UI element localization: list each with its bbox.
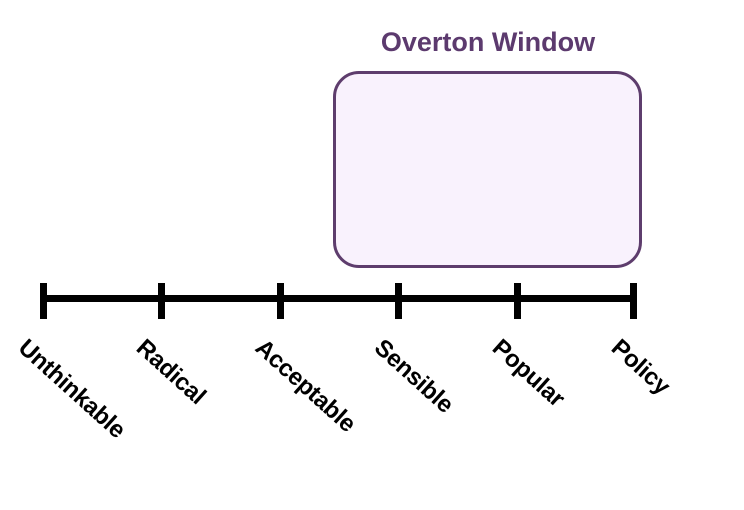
axis-line (43, 295, 634, 302)
axis-tick-6 (630, 283, 637, 319)
axis-label-unthinkable: Unthinkable (12, 334, 131, 444)
page-title: Overton Window (380, 27, 596, 57)
axis-tick-2 (158, 283, 165, 319)
axis-tick-1 (40, 283, 47, 319)
axis-label-popular: Popular (486, 334, 570, 413)
axis-label-acceptable: Acceptable (249, 334, 361, 438)
overton-window-box (333, 71, 642, 268)
axis-label-policy: Policy (605, 334, 676, 401)
axis-label-radical: Radical (130, 334, 211, 410)
axis-tick-4 (395, 283, 402, 319)
axis-tick-3 (277, 283, 284, 319)
axis-tick-5 (514, 283, 521, 319)
axis-label-sensible: Sensible (368, 334, 459, 419)
